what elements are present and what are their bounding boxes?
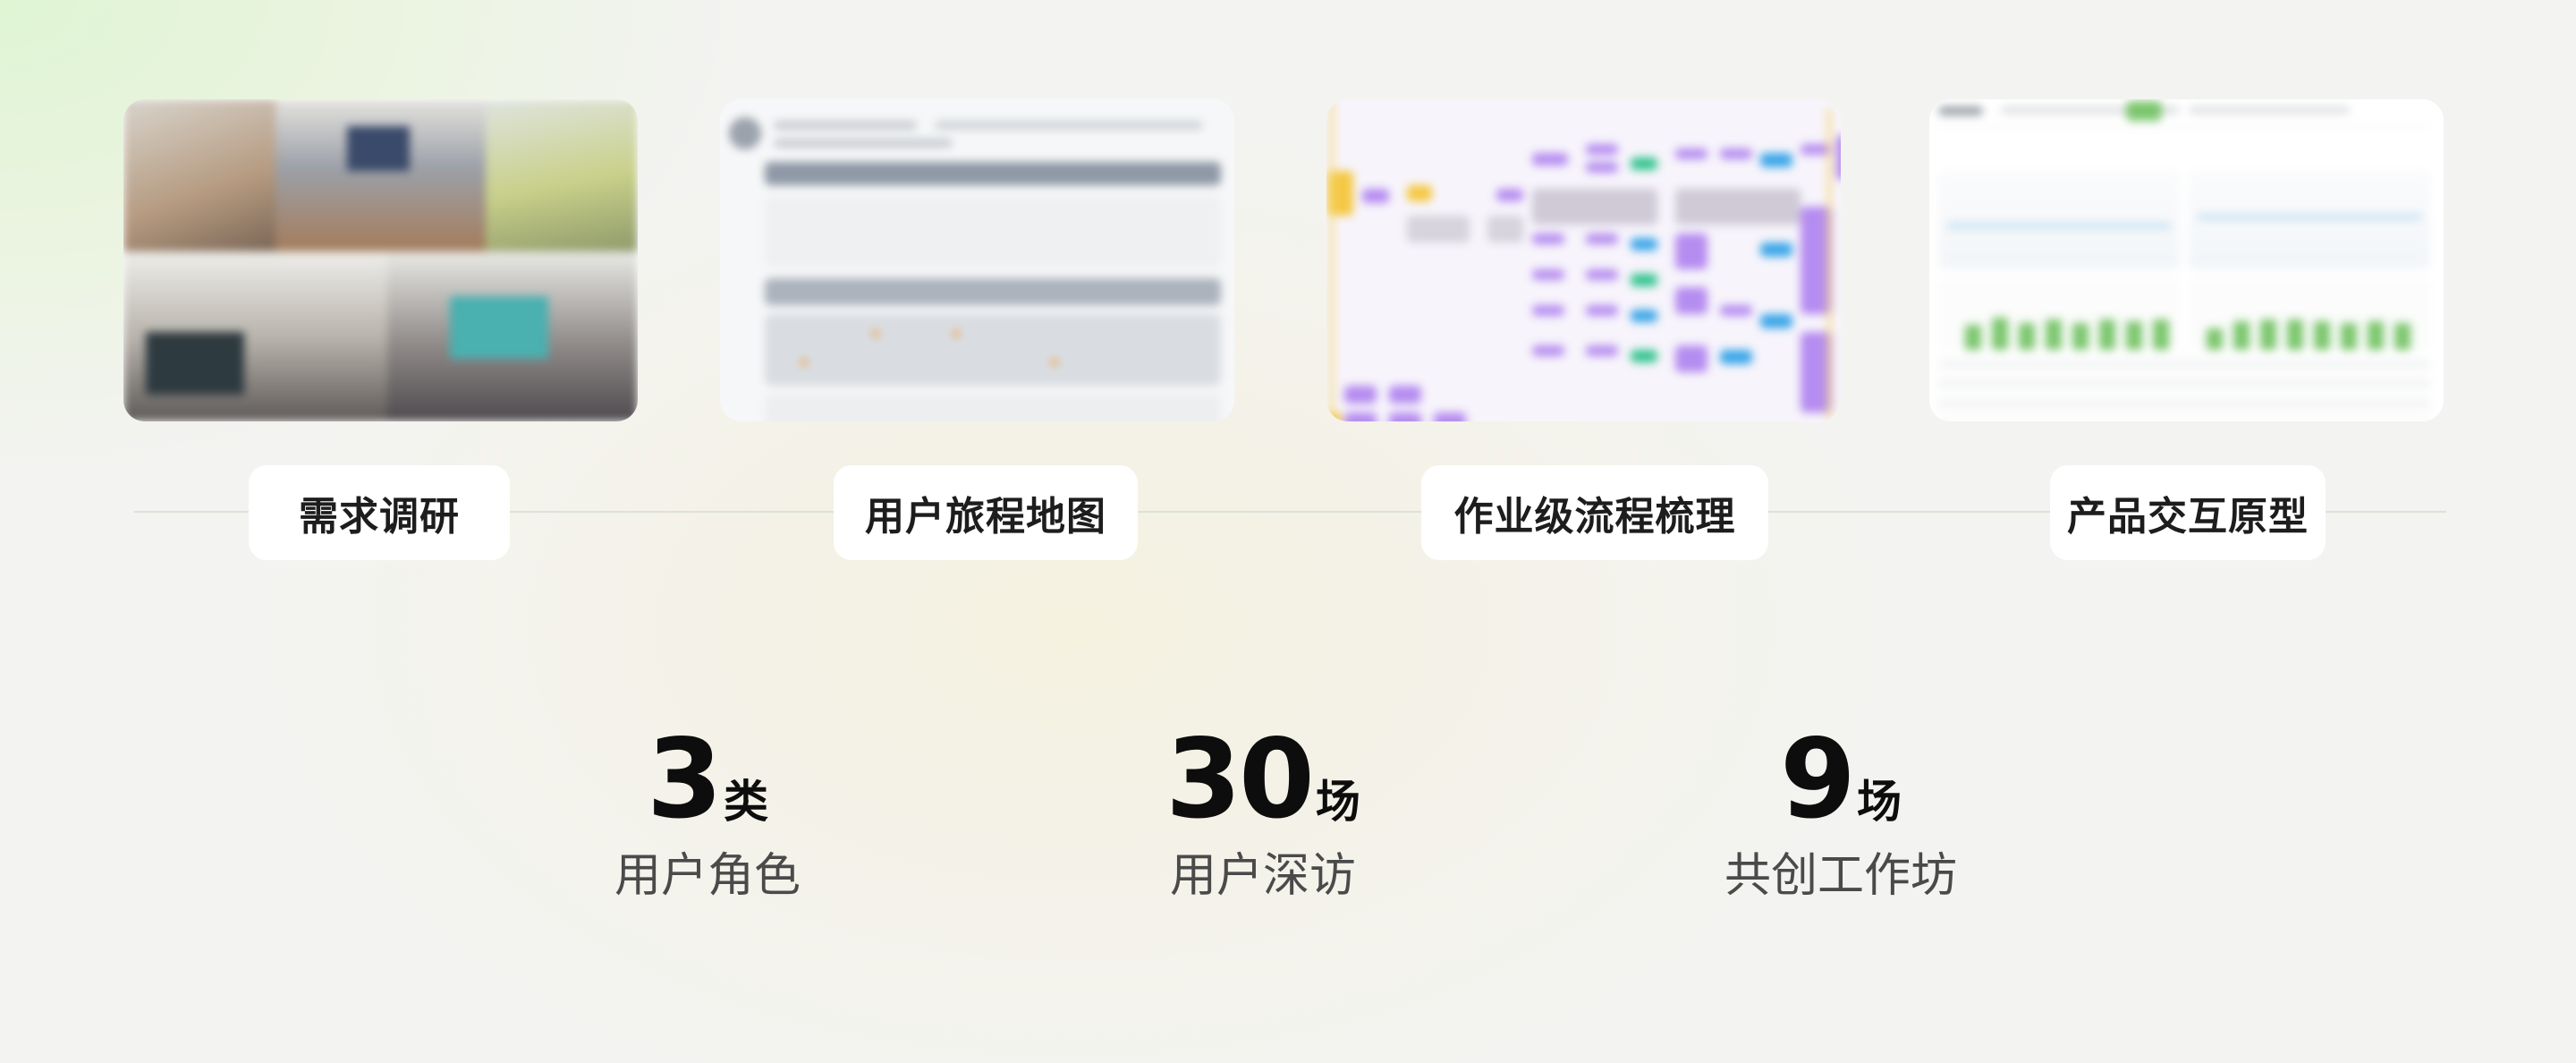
stat-user-interviews: 30 场 用户深访 — [1084, 725, 1442, 904]
stat-value: 9 — [1780, 716, 1856, 843]
stat-unit: 场 — [1315, 776, 1360, 828]
prototype-dashboard-thumbnail — [1929, 99, 2444, 421]
stage-label-research: 需求调研 — [249, 465, 510, 560]
stat-caption: 共创工作坊 — [1724, 849, 1957, 903]
stat-unit: 类 — [723, 776, 768, 828]
stat-workshops: 9 场 共创工作坊 — [1662, 725, 2020, 904]
stat-caption: 用户角色 — [614, 849, 801, 903]
stage-label-prototype: 产品交互原型 — [2050, 465, 2326, 560]
stage-label-process: 作业级流程梳理 — [1421, 465, 1768, 560]
stat-user-roles: 3 类 用户角色 — [529, 725, 886, 904]
journey-map-thumbnail — [720, 99, 1234, 421]
research-photo-collage — [123, 99, 638, 421]
process-flow-thumbnail — [1326, 99, 1841, 421]
stat-caption: 用户深访 — [1169, 849, 1356, 903]
stat-value: 30 — [1165, 716, 1315, 843]
stat-unit: 场 — [1856, 776, 1902, 828]
stat-value: 3 — [647, 716, 723, 843]
timeline-line — [134, 511, 2446, 513]
stage-label-journey: 用户旅程地图 — [834, 465, 1138, 560]
